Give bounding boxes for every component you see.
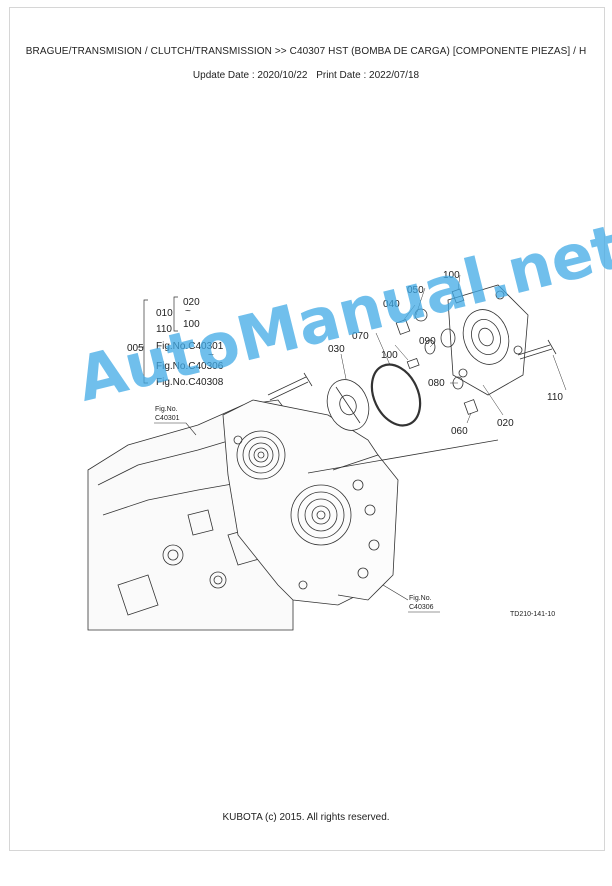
callout-090: 090 — [419, 336, 436, 347]
part-040 — [395, 319, 411, 335]
callout-080: 080 — [428, 378, 445, 389]
callout-060: 060 — [451, 426, 468, 437]
callout-100a: 100 — [183, 319, 200, 330]
tilde-2: ~ — [208, 350, 214, 361]
figref-1-code: C40301 — [155, 415, 180, 422]
callout-100b: 100 — [443, 270, 460, 281]
copyright-footer: KUBOTA (c) 2015. All rights reserved. — [222, 812, 390, 823]
print-date: Print Date : 2022/07/18 — [316, 70, 420, 81]
callout-050: 050 — [407, 285, 424, 296]
date-line: Update Date : 2020/10/22 Print Date : 20… — [0, 70, 612, 81]
callout-070: 070 — [352, 331, 369, 342]
page-title: BRAGUE/TRANSMISION / CLUTCH/TRANSMISSION… — [25, 46, 587, 57]
callout-100c: 100 — [381, 350, 398, 361]
part-070-oring — [370, 363, 422, 427]
tilde-1: ~ — [185, 306, 191, 317]
callout-030: 030 — [328, 344, 345, 355]
figref-2-label: Fig.No. — [409, 595, 432, 602]
lower-spiral — [290, 484, 352, 546]
parts-diagram: 005 010 110 020 ~ 100 Fig.No.C40301 ~ Fi… — [87, 270, 567, 631]
callout-020a: 020 — [183, 297, 200, 308]
drawing-code: TD210-141-10 — [510, 611, 555, 618]
part-110-bolt — [517, 339, 557, 360]
part-090 — [424, 339, 436, 355]
callout-110a: 110 — [156, 324, 172, 335]
upper-spiral — [236, 430, 286, 480]
part-030-plate — [326, 379, 370, 431]
part-020-cover — [447, 284, 529, 396]
fig-ref-c40301: Fig.No.C40301 — [156, 341, 224, 352]
part-060 — [463, 399, 479, 415]
callout-005: 005 — [127, 343, 144, 354]
part-050 — [414, 308, 428, 322]
callout-040: 040 — [383, 299, 400, 310]
callout-010: 010 — [156, 308, 173, 319]
figref-2-code: C40306 — [409, 604, 434, 611]
figref-1-label: Fig.No. — [155, 406, 178, 413]
fig-ref-c40306: Fig.No.C40306 — [156, 361, 224, 372]
update-date: Update Date : 2020/10/22 — [192, 70, 308, 81]
bolt-upper — [267, 372, 313, 401]
callout-020b: 020 — [497, 418, 514, 429]
fig-ref-c40308: Fig.No.C40308 — [156, 377, 224, 388]
callout-110b: 110 — [547, 392, 563, 403]
